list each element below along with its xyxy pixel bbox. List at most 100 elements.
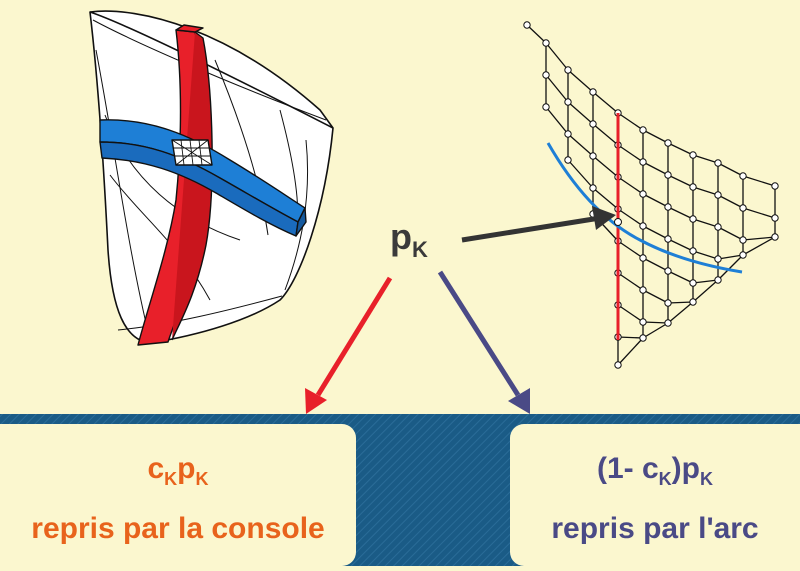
grid-node-5-1 <box>639 158 647 166</box>
grid-node-3-2 <box>589 152 597 160</box>
grid-node-5-3 <box>639 222 647 230</box>
grid-node-9-3 <box>739 251 747 259</box>
grid-arc-9-3 <box>742 236 776 256</box>
grid-arc-6-3 <box>667 238 694 252</box>
grid-arc-8-3 <box>717 254 744 260</box>
grid-arc-8-4 <box>717 254 744 281</box>
grid-node-6-1 <box>664 171 672 179</box>
grid-arc-6-1 <box>667 174 694 188</box>
grid-arc-5-0 <box>642 129 669 144</box>
console-formula-c: c <box>147 452 165 485</box>
grid-arc-1-2 <box>545 106 569 135</box>
grid-node-1-1 <box>542 71 550 79</box>
arrow-to-arc-head <box>508 388 530 414</box>
grid-node-7-5 <box>689 298 697 306</box>
grid-arc-3-2 <box>592 155 619 178</box>
grid-node-3-3 <box>589 184 597 192</box>
arrow-to-console-head <box>305 388 327 414</box>
grid-node-8-1 <box>714 191 722 199</box>
console-formula: cKpK <box>0 452 356 490</box>
grid-arc-2-0 <box>567 69 594 93</box>
grid-node-7-2 <box>689 215 697 223</box>
grid-node-10-2 <box>771 233 779 241</box>
grid-arc-5-5 <box>642 289 669 304</box>
grid-arc-5-7 <box>642 322 669 339</box>
grid-node-6-2 <box>664 203 672 211</box>
grid-arc-6-5 <box>667 301 694 304</box>
grid-arc-5-2 <box>642 193 669 208</box>
grid-arc-4-5 <box>617 272 644 291</box>
arc-formula-prefix: (1- c <box>596 452 659 485</box>
arc-caption: repris par l'arc <box>551 512 759 545</box>
grid-node-9-0 <box>739 172 747 180</box>
grid-arc-2-3 <box>567 159 594 189</box>
grid-arc-7-1 <box>692 186 719 196</box>
grid-node-5-4 <box>639 254 647 262</box>
grid-arc-4-2 <box>617 176 644 195</box>
grid-node-6-3 <box>664 235 672 243</box>
grid-node-6-4 <box>664 267 672 275</box>
grid-arc-2-1 <box>567 101 594 125</box>
grid-arc-4-1 <box>617 144 644 163</box>
arrow-to-arc <box>437 270 521 397</box>
grid-node-5-6 <box>639 318 647 326</box>
arrow-to-console <box>315 276 393 397</box>
arc-formula-prefix-sub: K <box>658 469 672 489</box>
grid-node-3-0 <box>589 88 597 96</box>
console-box <box>0 424 356 566</box>
grid-intersection-node <box>614 218 622 226</box>
grid-node-7-4 <box>689 279 697 287</box>
grid-node-0-0 <box>523 21 531 29</box>
grid-arc-5-3 <box>642 225 669 240</box>
grid-arc-9-2 <box>742 236 776 241</box>
grid-arc-8-0 <box>717 162 744 177</box>
grid-arc-9-0 <box>742 175 776 187</box>
grid-node-6-5 <box>664 299 672 307</box>
console-caption: repris par la console <box>31 512 325 545</box>
grid-arc-2-2 <box>567 133 594 157</box>
arc-box <box>510 424 800 566</box>
grid-blue-arc <box>546 142 743 274</box>
arrows <box>305 206 616 414</box>
grid-node-6-0 <box>664 139 672 147</box>
grid-arc-7-5 <box>692 279 719 303</box>
grid-node-5-2 <box>639 190 647 198</box>
grid-node-6-6 <box>664 319 672 327</box>
grid-arc-4-6 <box>617 304 644 323</box>
grid-arc-7-4 <box>692 279 719 284</box>
pk-label: pK <box>390 216 470 263</box>
grid-node-9-1 <box>739 204 747 212</box>
arc-console-grid <box>523 21 779 369</box>
grid-arc-3-0 <box>592 91 619 114</box>
grid-node-2-2 <box>564 130 572 138</box>
grid-arc-3-3 <box>592 187 619 210</box>
grid-arc-7-0 <box>692 154 719 164</box>
grid-arc-6-0 <box>667 142 694 156</box>
grid-arc-6-6 <box>667 301 694 324</box>
grid-node-5-5 <box>639 286 647 294</box>
grid-node-7-3 <box>689 247 697 255</box>
grid-arc-7-3 <box>692 250 719 260</box>
grid-arc-8-1 <box>717 194 744 209</box>
grid-arc-6-4 <box>667 270 694 284</box>
grid-node-8-3 <box>714 255 722 263</box>
grid-node-10-0 <box>771 182 779 190</box>
grid-node-4-8 <box>614 361 622 369</box>
pk-sub: K <box>412 237 428 263</box>
console-formula-p: p <box>177 452 196 485</box>
grid-node-2-3 <box>564 156 572 164</box>
console-formula-p-sub: K <box>195 469 209 489</box>
arc-formula: (1- cK)pK <box>510 452 800 490</box>
grid-arc-7-2 <box>692 218 719 228</box>
grid-node-1-2 <box>542 103 550 111</box>
grid-node-8-2 <box>714 223 722 231</box>
grid-node-5-7 <box>639 334 647 342</box>
grid-arc-9-1 <box>742 207 776 219</box>
grid-arc-5-1 <box>642 161 669 176</box>
blue-arc-band <box>99 119 307 237</box>
grid-arc-6-2 <box>667 206 694 220</box>
grid-arc-3-1 <box>592 123 619 146</box>
console-formula-c-sub: K <box>164 469 178 489</box>
grid-node-3-1 <box>589 120 597 128</box>
